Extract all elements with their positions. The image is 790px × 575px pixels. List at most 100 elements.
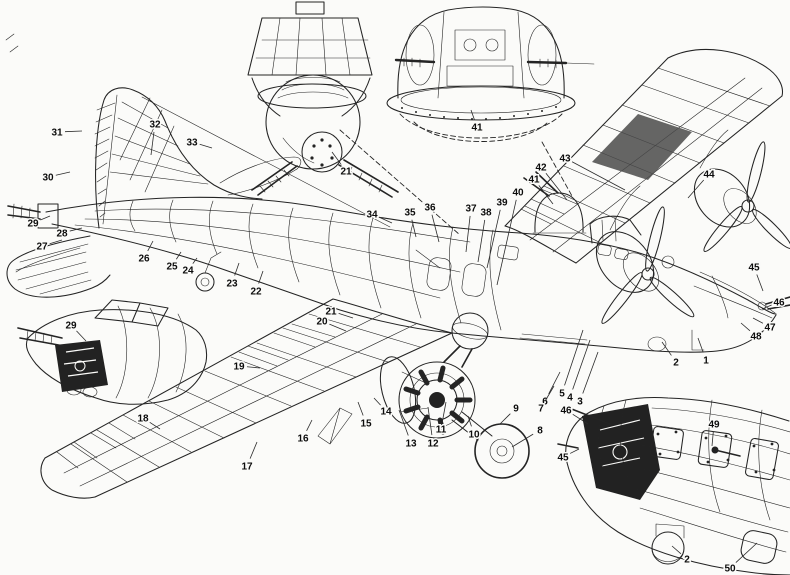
svg-text:40: 40 [512, 188, 524, 199]
callout-9: 9 [499, 402, 521, 425]
svg-text:18: 18 [137, 414, 149, 425]
svg-text:5: 5 [559, 389, 565, 400]
callout-10: 10 [467, 415, 481, 442]
port-wing [40, 298, 453, 499]
callout-27: 27 [35, 239, 63, 254]
callout-5: 5 [558, 329, 584, 401]
top-turret-gun-left [394, 58, 436, 64]
svg-text:3: 3 [577, 397, 583, 408]
callout-30: 30 [41, 171, 71, 185]
svg-text:33: 33 [186, 138, 198, 149]
callout-8: 8 [511, 424, 545, 448]
tail-guns [17, 327, 65, 347]
svg-text:41: 41 [528, 175, 540, 186]
callout-13: 13 [398, 409, 418, 451]
tail-fin [94, 87, 302, 229]
callout-21: 21 [331, 151, 353, 179]
callout-42: 42 [534, 161, 568, 201]
callout-45: 45 [556, 448, 580, 465]
callout-29: 29 [26, 215, 51, 231]
svg-text:2: 2 [684, 555, 690, 566]
fuselage [45, 196, 777, 353]
callout-41: 41 [527, 173, 554, 205]
callout-24: 24 [181, 257, 198, 278]
nose-gun-barrel [765, 296, 790, 310]
svg-text:41: 41 [471, 123, 483, 134]
main-wheel [474, 423, 530, 479]
inset-ball-turret [247, 1, 399, 198]
svg-text:7: 7 [538, 404, 544, 415]
callout-35: 35 [403, 206, 417, 238]
callout-16: 16 [296, 419, 313, 446]
callout-15: 15 [357, 401, 373, 431]
propeller-blade [645, 206, 665, 272]
callout-12: 12 [426, 406, 440, 451]
callout-2: 2 [661, 341, 681, 370]
callout-23: 23 [225, 262, 239, 291]
callout-44: 44 [687, 168, 716, 199]
svg-text:16: 16 [297, 434, 309, 445]
callout-43: 43 [558, 152, 626, 191]
svg-text:26: 26 [138, 254, 150, 265]
landing-gear-strut [451, 411, 493, 441]
svg-text:29: 29 [27, 219, 39, 230]
nose-cheek-gun [563, 405, 611, 425]
top-turret-gun-right [526, 60, 568, 65]
propeller-blade [752, 209, 790, 249]
inset-tail-gun [17, 299, 208, 405]
inset-reference-line [541, 141, 573, 197]
svg-text:8: 8 [537, 426, 543, 437]
svg-text:46: 46 [773, 298, 785, 309]
svg-text:20: 20 [316, 317, 328, 328]
callout-1: 1 [697, 337, 711, 368]
callout-25: 25 [165, 251, 182, 274]
svg-text:34: 34 [366, 210, 378, 221]
svg-text:36: 36 [424, 203, 436, 214]
callout-34: 34 [365, 208, 393, 224]
callout-29: 29 [64, 319, 87, 342]
callout-36: 36 [423, 201, 440, 243]
svg-text:25: 25 [166, 262, 178, 273]
callout-50: 50 [723, 542, 758, 575]
callout-layer: 1234567891011121314151617181920212223242… [26, 109, 786, 575]
svg-text:29: 29 [65, 321, 77, 332]
callout-22: 22 [249, 270, 263, 299]
svg-text:47: 47 [764, 323, 776, 334]
svg-text:17: 17 [241, 462, 253, 473]
cockpit-and-nose [589, 215, 790, 352]
ball-turret-guns [251, 161, 298, 196]
svg-text:10: 10 [468, 430, 480, 441]
svg-text:48: 48 [750, 332, 762, 343]
svg-text:21: 21 [340, 167, 352, 178]
propeller-blade [649, 276, 695, 318]
callout-4: 4 [566, 339, 591, 405]
starboard-outer-engine [693, 141, 790, 252]
svg-text:2: 2 [673, 358, 679, 369]
svg-text:23: 23 [226, 279, 238, 290]
antenna-wire [141, 96, 391, 228]
callout-31: 31 [50, 126, 83, 140]
callout-20: 20 [315, 315, 347, 332]
svg-text:21: 21 [325, 307, 337, 318]
svg-text:44: 44 [703, 170, 715, 181]
port-inner-engine [317, 356, 530, 479]
nose-ball-socket [651, 531, 685, 565]
callout-45: 45 [747, 261, 764, 292]
ball-turret [443, 312, 489, 368]
svg-text:49: 49 [708, 420, 720, 431]
starboard-wing [504, 48, 783, 264]
callout-21: 21 [324, 305, 354, 319]
svg-text:22: 22 [250, 287, 262, 298]
svg-text:15: 15 [360, 419, 372, 430]
callout-38: 38 [477, 206, 493, 263]
svg-text:32: 32 [149, 120, 161, 131]
callout-19: 19 [232, 360, 261, 374]
callout-26: 26 [137, 240, 154, 266]
svg-text:13: 13 [405, 439, 417, 450]
inset-top-turret [386, 6, 595, 142]
svg-text:9: 9 [513, 404, 519, 415]
inset-nose-section [557, 397, 790, 575]
callout-40: 40 [496, 186, 525, 286]
callout-41: 41 [470, 109, 484, 135]
